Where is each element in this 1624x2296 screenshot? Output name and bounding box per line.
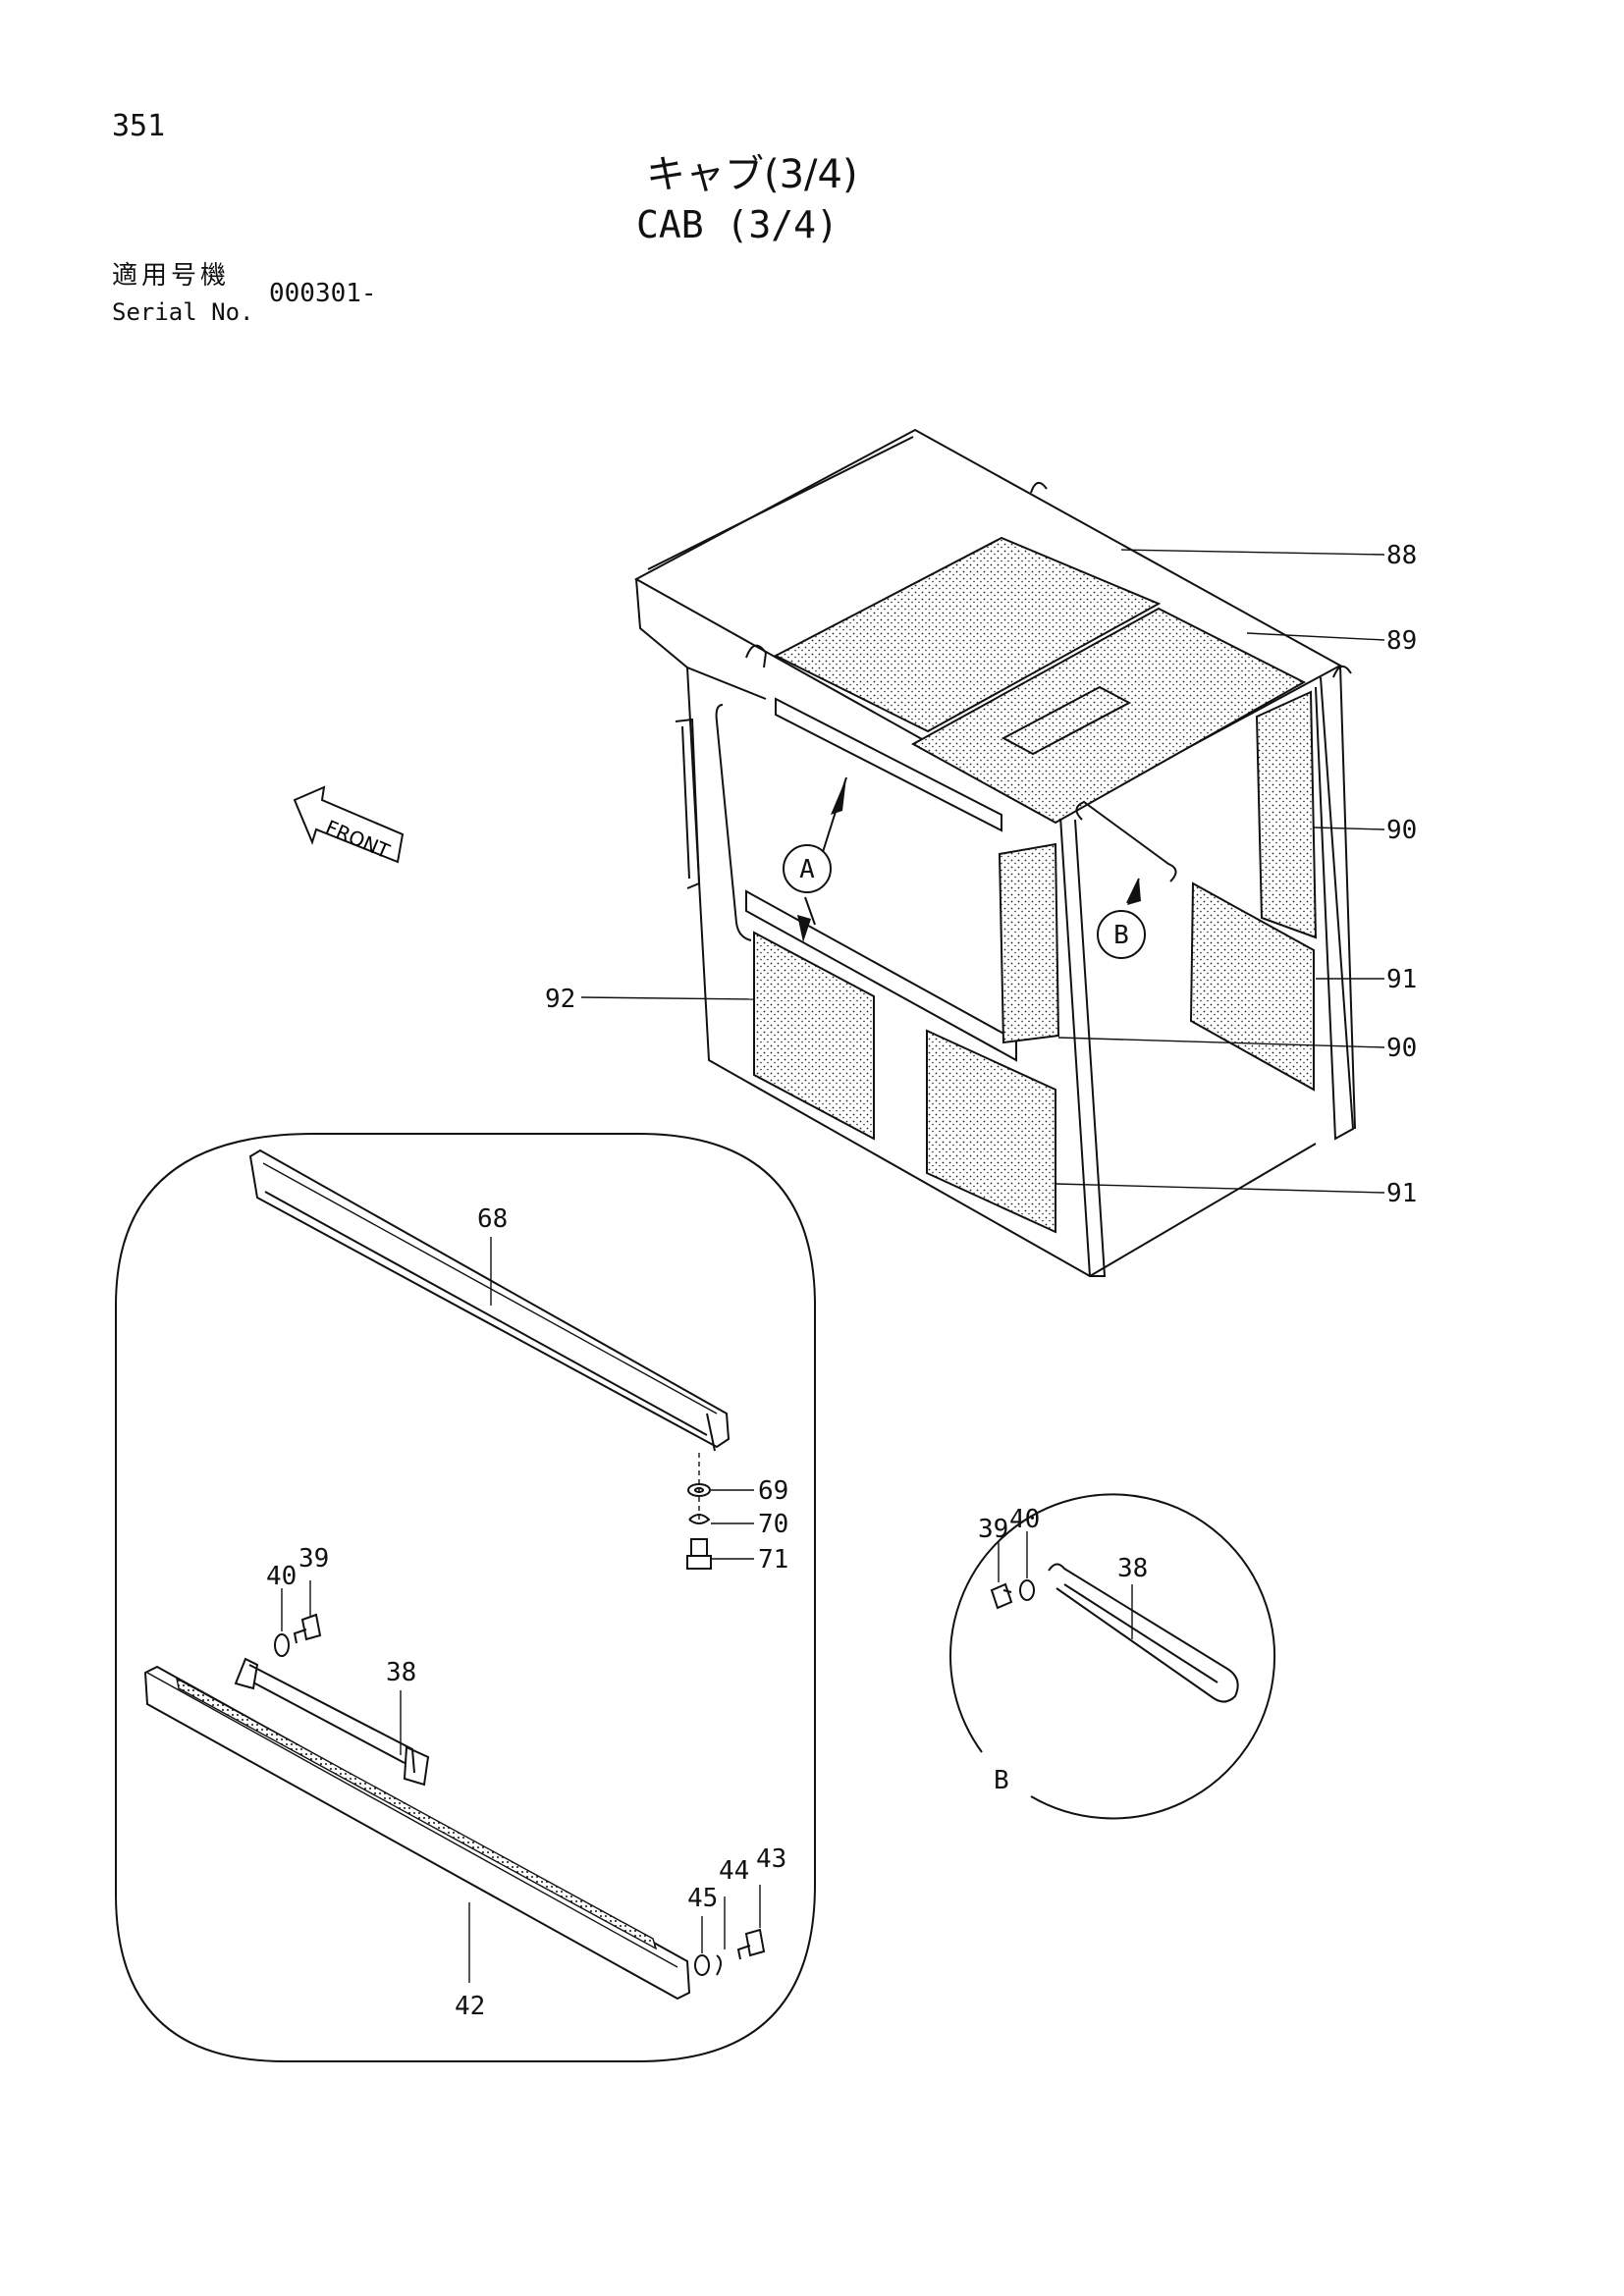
serial-number-value: 000301- (269, 279, 377, 308)
page-number: 351 (112, 109, 166, 143)
detail-a-frame (115, 1133, 816, 2062)
detail-marker-a: A (799, 855, 815, 884)
callout-91: 91 (1386, 965, 1417, 994)
callout-38: 38 (386, 1658, 416, 1687)
callout-90: 90 (1386, 816, 1417, 845)
callout-38: 38 (1117, 1554, 1148, 1583)
hardware-43-44-45 (694, 1885, 766, 1976)
callout-40: 40 (1009, 1505, 1040, 1534)
hardware-69-70-71 (686, 1453, 754, 1570)
rail-68 (248, 1148, 731, 1452)
detail-b-frame (949, 1493, 1275, 1820)
serial-label-english: Serial No. (112, 298, 254, 326)
cab-leader-lines (580, 549, 1385, 1194)
callout-42: 42 (455, 1992, 485, 2021)
front-arrow-icon (293, 785, 405, 864)
callout-90: 90 (1386, 1034, 1417, 1063)
callout-39: 39 (978, 1515, 1008, 1544)
callout-92: 92 (545, 985, 575, 1014)
handle-38-detail-a (234, 1657, 430, 1787)
callout-68: 68 (477, 1204, 508, 1234)
callout-40: 40 (266, 1562, 297, 1591)
front-direction-label: FRONT (322, 816, 394, 864)
detail-marker-b: B (1113, 921, 1129, 950)
callout-45: 45 (687, 1884, 718, 1913)
callout-88: 88 (1386, 541, 1417, 570)
handle-38-detail-b (990, 1531, 1239, 1703)
hardware-39-40-detail-a (274, 1580, 322, 1657)
callout-43: 43 (756, 1844, 786, 1874)
rail-42 (143, 1665, 691, 2001)
callout-71: 71 (758, 1545, 788, 1575)
detail-b-label: B (994, 1766, 1009, 1795)
page-title-japanese: キャブ(3/4) (646, 152, 858, 197)
callout-70: 70 (758, 1510, 788, 1539)
callout-44: 44 (719, 1856, 749, 1886)
serial-label-japanese: 適用号機 (112, 261, 231, 291)
callout-69: 69 (758, 1476, 788, 1506)
cab-assembly (633, 428, 1356, 1277)
callout-91: 91 (1386, 1179, 1417, 1208)
callout-89: 89 (1386, 626, 1417, 656)
page-title-english: CAB (3/4) (636, 203, 839, 246)
callout-39: 39 (298, 1544, 329, 1574)
